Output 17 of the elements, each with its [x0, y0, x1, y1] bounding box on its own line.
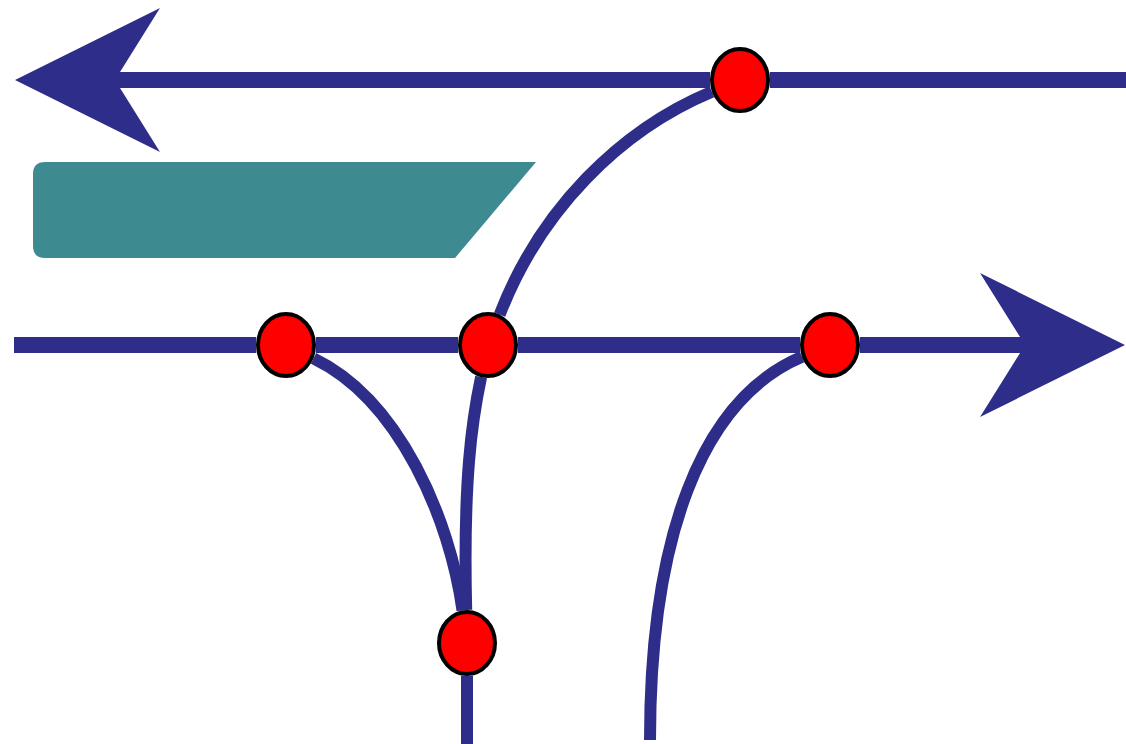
road-line: [316, 337, 458, 353]
road-line: [770, 72, 1126, 88]
road-line: [461, 676, 473, 744]
road-line: [310, 353, 469, 612]
conflict-point: [458, 312, 518, 378]
conflict-point: [437, 610, 497, 676]
road-line: [14, 337, 256, 353]
road-line: [518, 337, 800, 353]
conflict-point: [256, 312, 316, 378]
conflict-point: [710, 47, 770, 113]
road-arrow: [860, 273, 1125, 417]
road-arrow: [15, 8, 710, 152]
median-island: [33, 162, 536, 258]
road-line: [494, 86, 715, 317]
road-line: [459, 375, 487, 611]
conflict-point: [800, 312, 860, 378]
road-line: [644, 351, 805, 741]
